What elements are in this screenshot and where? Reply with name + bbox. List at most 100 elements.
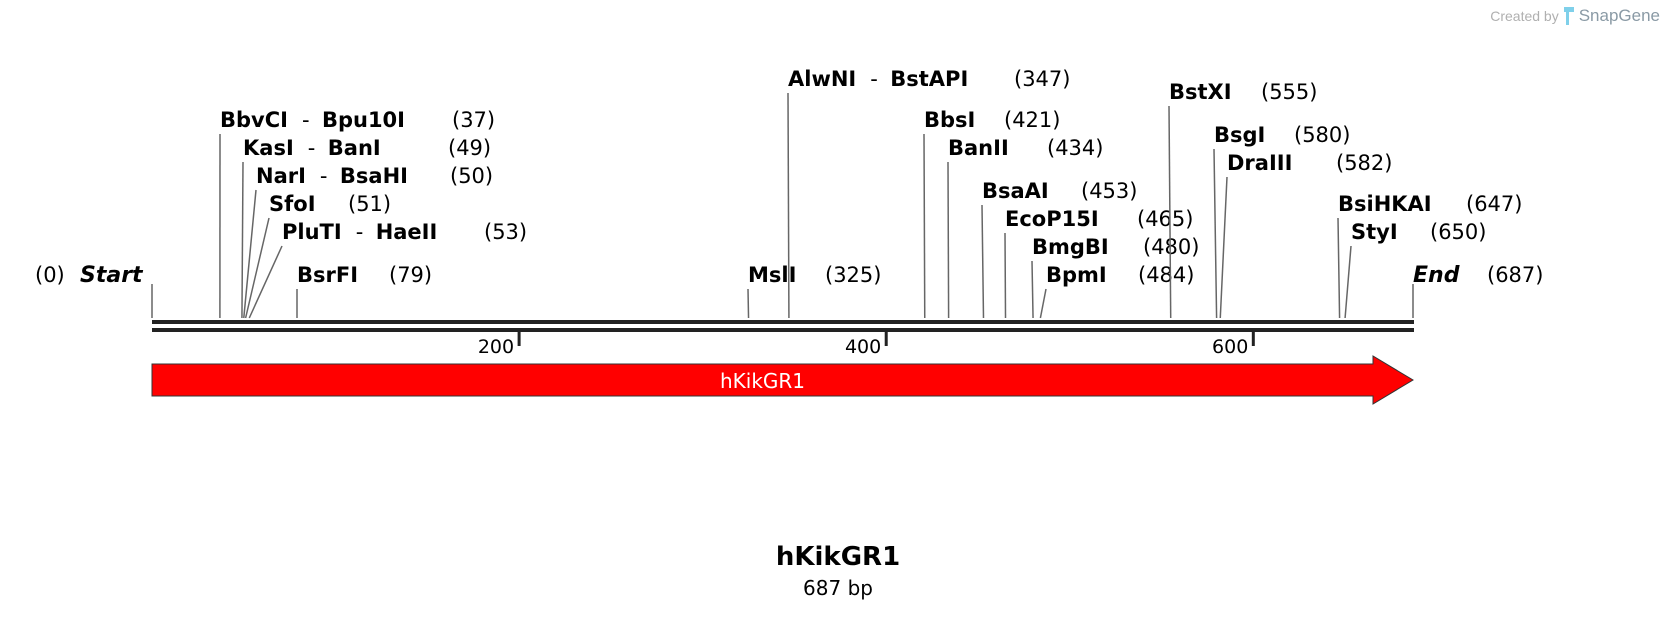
created-by-text: Created by xyxy=(1490,8,1559,24)
ruler-tick xyxy=(517,332,521,346)
restriction-site: StyI (650) xyxy=(1344,220,1486,319)
site-enzyme-name: EcoP15I xyxy=(1005,207,1099,231)
site-enzyme-name: AlwNI xyxy=(788,67,856,91)
site-position-label: (650) xyxy=(1430,220,1486,244)
map-title: hKikGR1 xyxy=(775,542,901,572)
site-leader-line xyxy=(1344,245,1352,319)
dna-backbone xyxy=(152,320,1414,332)
site-enzyme-name: BstXI xyxy=(1169,80,1232,104)
site-separator: - xyxy=(302,108,310,132)
site-position-label: (421) xyxy=(1004,108,1060,132)
site-leader-line xyxy=(1213,148,1218,319)
site-position-label: (465) xyxy=(1137,207,1193,231)
restriction-site: NarI-BsaHI(50) xyxy=(243,164,493,319)
restriction-site: SfoI (51) xyxy=(244,192,391,319)
site-enzyme-name: DraIII xyxy=(1227,151,1292,175)
site-leader-line xyxy=(923,133,926,319)
site-enzyme-name: BanII xyxy=(948,136,1009,160)
start-label: Start xyxy=(80,263,144,288)
site-enzyme-name: BstAPI xyxy=(890,67,968,91)
restriction-site: PluTI-HaeII(53) xyxy=(248,220,527,319)
site-separator: - xyxy=(356,220,364,244)
features: hKikGR1 xyxy=(151,355,1414,405)
restriction-sites: BbvCI-Bpu10I(37)KasI-BanI(49)NarI-BsaHI(… xyxy=(35,67,1543,319)
site-enzyme-name: Bpu10I xyxy=(322,108,405,132)
restriction-site: BanII(434) xyxy=(947,136,1103,319)
site-position-label: (79) xyxy=(389,263,432,287)
site-leader-line xyxy=(1168,105,1172,319)
site-position-label: (325) xyxy=(825,263,881,287)
restriction-site: EcoP15I (465) xyxy=(1004,207,1193,319)
site-leader-line xyxy=(1219,176,1228,319)
backbone-bottom-strand xyxy=(152,328,1414,332)
site-leader-line xyxy=(981,204,985,319)
site-enzyme-name: SfoI xyxy=(269,192,316,216)
site-enzyme-name: BsiHKAI xyxy=(1338,192,1432,216)
site-enzyme-name: KasI xyxy=(243,136,294,160)
restriction-site: BsgI (580) xyxy=(1213,123,1350,319)
site-separator: - xyxy=(308,136,316,160)
site-leader-line xyxy=(747,288,750,319)
site-leader-line xyxy=(244,217,270,319)
restriction-site: DraIII (582) xyxy=(1219,151,1392,319)
site-enzyme-name: BsaHI xyxy=(340,164,408,188)
site-enzyme-name: StyI xyxy=(1351,220,1398,244)
restriction-site: KasI-BanI(49) xyxy=(241,136,491,319)
feature-label: hKikGR1 xyxy=(720,369,805,393)
site-leader-line xyxy=(1039,288,1047,319)
site-enzyme-name: NarI xyxy=(256,164,306,188)
restriction-site: AlwNI-BstAPI (347) xyxy=(787,67,1070,319)
start-position-label: (0) xyxy=(35,263,65,287)
restriction-site: BbsI (421) xyxy=(923,108,1060,319)
restriction-site: BsiHKAI (647) xyxy=(1337,192,1522,319)
site-position-label: (580) xyxy=(1294,123,1350,147)
restriction-site: MslI(325) xyxy=(747,263,881,319)
snapgene-logo-icon xyxy=(1563,7,1574,25)
site-enzyme-name: BsgI xyxy=(1214,123,1265,147)
site-leader-line xyxy=(1004,232,1007,319)
site-enzyme-name: BpmI xyxy=(1046,263,1107,287)
site-enzyme-name: BbsI xyxy=(924,108,975,132)
site-enzyme-name: BsrFI xyxy=(297,263,358,287)
feature-arrow-hKikGR1 xyxy=(151,355,1414,405)
restriction-site: BpmI (484) xyxy=(1039,263,1194,319)
site-leader-line xyxy=(243,189,257,319)
restriction-site: BsaAI(453) xyxy=(981,179,1137,319)
backbone-top-strand xyxy=(152,320,1414,324)
end-position-label: (687) xyxy=(1487,263,1543,287)
site-leader-line xyxy=(241,161,244,319)
site-leader-line xyxy=(1337,217,1341,319)
end-marker: End (687) xyxy=(1412,263,1543,318)
site-position-label: (480) xyxy=(1143,235,1199,259)
snapgene-brand-text: SnapGene xyxy=(1578,6,1660,25)
restriction-site: BmgBI (480) xyxy=(1031,235,1199,319)
site-position-label: (582) xyxy=(1336,151,1392,175)
end-label: End xyxy=(1413,263,1460,288)
start-marker: (0) Start xyxy=(35,263,153,318)
site-position-label: (37) xyxy=(452,108,495,132)
ruler-tick-label: 600 xyxy=(1212,336,1248,358)
site-leader-line xyxy=(787,92,790,319)
site-position-label: (347) xyxy=(1014,67,1070,91)
ruler-tick xyxy=(884,332,888,346)
site-separator: - xyxy=(870,67,878,91)
site-position-label: (453) xyxy=(1081,179,1137,203)
site-leader-line xyxy=(947,161,950,319)
ruler-tick xyxy=(1251,332,1255,346)
restriction-site: BstXI (555) xyxy=(1168,80,1317,319)
site-position-label: (555) xyxy=(1261,80,1317,104)
site-position-label: (49) xyxy=(448,136,491,160)
site-leader-line xyxy=(248,245,283,319)
snapgene-watermark: Created by SnapGene xyxy=(1490,6,1660,26)
site-position-label: (484) xyxy=(1138,263,1194,287)
site-separator: - xyxy=(320,164,328,188)
site-position-label: (50) xyxy=(450,164,493,188)
site-position-label: (647) xyxy=(1466,192,1522,216)
site-enzyme-name: BbvCI xyxy=(220,108,288,132)
site-position-label: (51) xyxy=(348,192,391,216)
site-position-label: (53) xyxy=(484,220,527,244)
site-enzyme-name: BmgBI xyxy=(1032,235,1109,259)
restriction-site: BsrFI (79) xyxy=(296,263,432,319)
